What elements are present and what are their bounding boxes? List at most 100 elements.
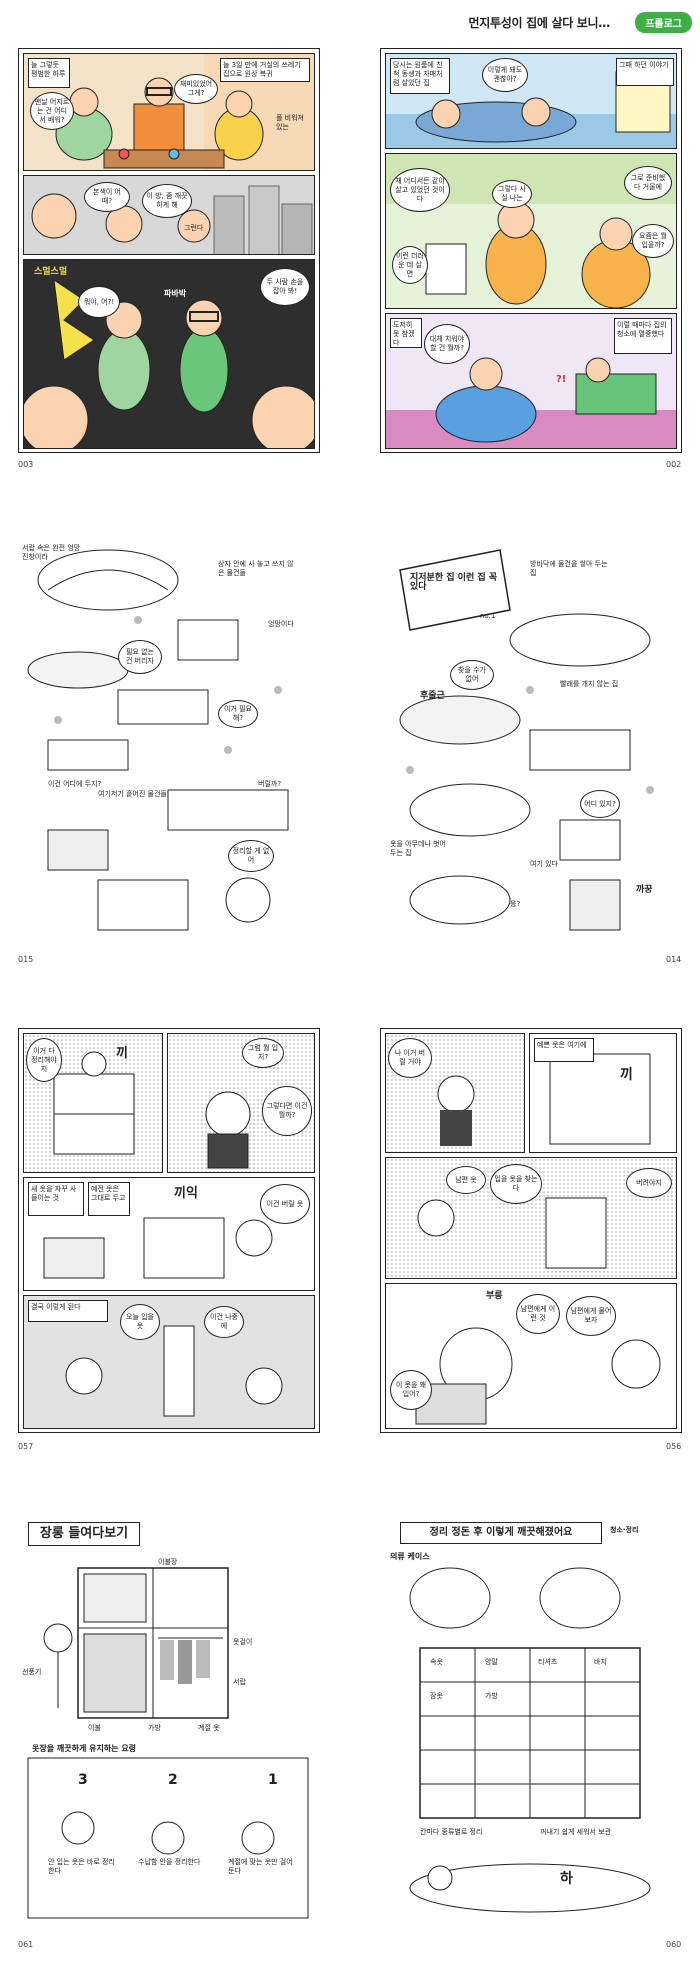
page-number: 061 xyxy=(18,1940,34,1949)
page-header: 먼지투성이 집에 살다 보니… 프롤로그 xyxy=(0,0,700,40)
note-text: 방바닥에 물건을 쌓아 두는 집 xyxy=(530,560,608,577)
speech-bubble: 나 이거 버릴 거야 xyxy=(388,1038,432,1078)
step-number: 3 xyxy=(78,1772,88,1788)
sfx-text: 까꿍 xyxy=(636,885,653,895)
caption-box: 새 옷을 자꾸 사들이는 것 xyxy=(28,1182,84,1216)
note-text: 버릴까? xyxy=(258,780,282,788)
label-text: 계절 옷 xyxy=(198,1724,220,1732)
note-text: 칸마다 종류별로 정리 xyxy=(420,1828,483,1836)
speech-bubble: 본색이 어때? xyxy=(84,182,130,212)
speech-bubble: 이건 버릴 옷 xyxy=(260,1184,310,1224)
note-text: 꺼내기 쉽게 세워서 보관 xyxy=(540,1828,612,1836)
speech-bubble: 남편 옷 xyxy=(446,1166,486,1194)
case-label: 잠옷 xyxy=(430,1692,443,1700)
section-heading: 정리 정돈 후 이렇게 깨끗해졌어요 xyxy=(400,1522,602,1544)
panel-057-3: 새 옷을 자꾸 사들이는 것 예전 옷은 그대로 두고 이건 버릴 옷 끼익 xyxy=(23,1177,315,1291)
caption-box: 도저히 못 참겠다 xyxy=(390,318,422,348)
speech-bubble: 재 어디서든 같이 살고 있었던 것이다 xyxy=(390,168,450,212)
speech-bubble: 남편에게 물어보자 xyxy=(566,1296,616,1336)
sfx-text: 부릉 xyxy=(486,1291,503,1301)
section-heading: 장롱 들여다보기 xyxy=(28,1522,140,1546)
illustration-messy-drawers xyxy=(27,549,289,931)
label-text: 선풍기 xyxy=(22,1668,42,1676)
tip-text: 계절에 맞는 옷만 걸어 둔다 xyxy=(228,1858,293,1875)
page-number: 056 xyxy=(666,1442,682,1451)
panel-056-4: 남편에게 이런 것 남편에게 물어보자 이 옷을 왜 입어? 부릉 xyxy=(385,1283,677,1429)
step-number: 1 xyxy=(268,1772,278,1788)
tip-text: 수납함 안을 정리한다 xyxy=(138,1858,201,1866)
sfx-text: 끼 xyxy=(116,1046,128,1061)
case-label: 가방 xyxy=(485,1692,498,1700)
illustration-woman-thinking xyxy=(205,1091,251,1169)
speech-bubble: 요즘은 뭘 입을까? xyxy=(632,224,674,258)
case-label: 속옷 xyxy=(430,1658,443,1666)
speech-bubble: 이 옷을 왜 입어? xyxy=(390,1370,432,1410)
caption-box: 그때 하던 이야기 xyxy=(616,58,674,86)
speech-bubble: 그로 준비했다 거울에 xyxy=(624,166,672,200)
illustration-messy-house xyxy=(399,549,654,931)
speech-bubble: 오늘 입을 옷 xyxy=(120,1304,160,1340)
label-text: 옷걸이 xyxy=(233,1638,253,1646)
caption-box: 늘 3일 만에 거실의 쓰레기 집으로 원상 복귀 xyxy=(220,58,310,82)
speech-bubble: 이건 나중에 xyxy=(204,1306,244,1338)
panel-003-3: 뭐야, 어?! 두 사람 손을 잡아 봐! 스멀스멀 파바박 xyxy=(23,259,315,449)
note-text: 이건 어디에 두지? xyxy=(48,780,102,788)
illustration-couple xyxy=(417,1197,607,1269)
caption-box: 이럴 때마다 집의 청소에 열중했다 xyxy=(614,318,672,354)
subheading-text: 의류 케이스 xyxy=(390,1552,430,1561)
page-061: 장롱 들여다보기 이불장 옷걸이 서랍 선풍기 이불 가방 계절 옷 옷장을 깨… xyxy=(18,1518,320,1923)
speech-bubble: 남편에게 이런 것 xyxy=(516,1294,560,1334)
panel-057-2: 그럼 뭘 입지? 그렇다면 이건 뭘까? xyxy=(167,1033,315,1173)
page-057: 이거 다 정리해야지 끼 그럼 뭘 입지? 그렇다면 이건 뭘까? 새 옷을 자… xyxy=(18,1028,320,1433)
page-number: 015 xyxy=(18,955,34,964)
speech-bubble: 정리할 게 없어 xyxy=(228,840,274,872)
case-label: 양말 xyxy=(485,1658,498,1666)
illustration-couple-closeup xyxy=(415,1327,661,1425)
tip-text: 안 입는 옷은 바로 정리한다 xyxy=(48,1858,115,1875)
speech-bubble: 이거 다 정리해야지 xyxy=(26,1038,62,1082)
speech-bubble: 두 사람 손을 잡아 봐! xyxy=(260,268,310,306)
speech-bubble: 이거 필요해? xyxy=(218,700,258,728)
panel-057-1: 이거 다 정리해야지 끼 xyxy=(23,1033,163,1173)
caption-box: 예쁜 옷은 여기에 xyxy=(534,1038,594,1062)
page-002: 당시는 원룸에 친척 동생과 자매처럼 살았던 집 그때 하던 이야기 이렇게 … xyxy=(380,48,682,453)
note-text: 응? xyxy=(510,900,521,908)
illustration-drawer xyxy=(53,1051,135,1155)
illustration-wardrobe xyxy=(27,1567,309,1919)
speech-bubble: 입을 옷을 찾는다 xyxy=(490,1164,542,1204)
caption-box: 예전 옷은 그대로 두고 xyxy=(88,1182,130,1216)
sfx-text: 끼 xyxy=(620,1067,633,1083)
caption-box: 늘 그렇듯 평범한 하루 xyxy=(28,58,70,88)
speech-text: 그런다 xyxy=(184,224,204,232)
panel-056-2: 예쁜 옷은 여기에 끼 xyxy=(529,1033,677,1153)
note-text: 여기저기 흩어진 물건들 xyxy=(98,790,167,798)
page-number: 014 xyxy=(666,955,682,964)
sign-number: no.1 xyxy=(480,612,496,620)
illustration-woman-closet xyxy=(437,1075,475,1146)
label-text: 서랍 xyxy=(233,1678,246,1686)
speech-bubble: 그렇다 사실 나는 xyxy=(492,180,532,208)
sfx-text: 폴 비워져 있는 xyxy=(276,114,304,131)
chapter-title: 먼지투성이 집에 살다 보니… xyxy=(468,16,611,30)
note-text: 엉망이다 xyxy=(268,620,294,628)
page-014: 지저분한 집 이런 집 꼭 있다 no.1 방바닥에 물건을 쌓아 두는 집 빨… xyxy=(380,540,682,945)
speech-bubble: 그럼 뭘 입지? xyxy=(242,1038,284,1068)
speech-bubble: 뭐야, 어?! xyxy=(78,286,120,318)
page-number: 060 xyxy=(666,1940,682,1949)
speech-bubble: 이 방, 좀 깨끗하게 해 xyxy=(142,184,192,218)
chapter-badge: 프롤로그 xyxy=(635,12,692,33)
speech-bubble: 맨날 어지르는 건 어디서 배워? xyxy=(30,92,74,130)
speech-bubble: 찾을 수가 없어 xyxy=(450,660,494,690)
caption-box: 결국 이렇게 된다 xyxy=(28,1300,108,1322)
panel-056-1: 나 이거 버릴 거야 xyxy=(385,1033,525,1153)
panel-003-1: 늘 그렇듯 평범한 하루 늘 3일 만에 거실의 쓰레기 집으로 원상 복귀 맨… xyxy=(23,53,315,171)
speech-bubble: 이런 더러운 데 살면 xyxy=(392,246,428,284)
panel-056-3: 남편 옷 입을 옷을 찾는다 버려야지 xyxy=(385,1157,677,1279)
step-number: 2 xyxy=(168,1772,178,1788)
note-text: 옷을 아무데나 벗어 두는 집 xyxy=(390,840,446,857)
panel-002-1: 당시는 원룸에 친척 동생과 자매처럼 살았던 집 그때 하던 이야기 이렇게 … xyxy=(385,53,677,149)
panel-002-3: 도저히 못 참겠다 대체 치워야 할 건 뭘까? 이럴 때마다 집의 청소에 열… xyxy=(385,313,677,449)
panel-002-2: 재 어디서든 같이 살고 있었던 것이다 그렇다 사실 나는 그로 준비했다 거… xyxy=(385,153,677,309)
note-text: 상자 안에 사 놓고 쓰지 않은 물건들 xyxy=(218,560,294,577)
page-015: 서랍 속은 완전 엉망진창이라 상자 안에 사 놓고 쓰지 않은 물건들 여기저… xyxy=(18,540,320,945)
